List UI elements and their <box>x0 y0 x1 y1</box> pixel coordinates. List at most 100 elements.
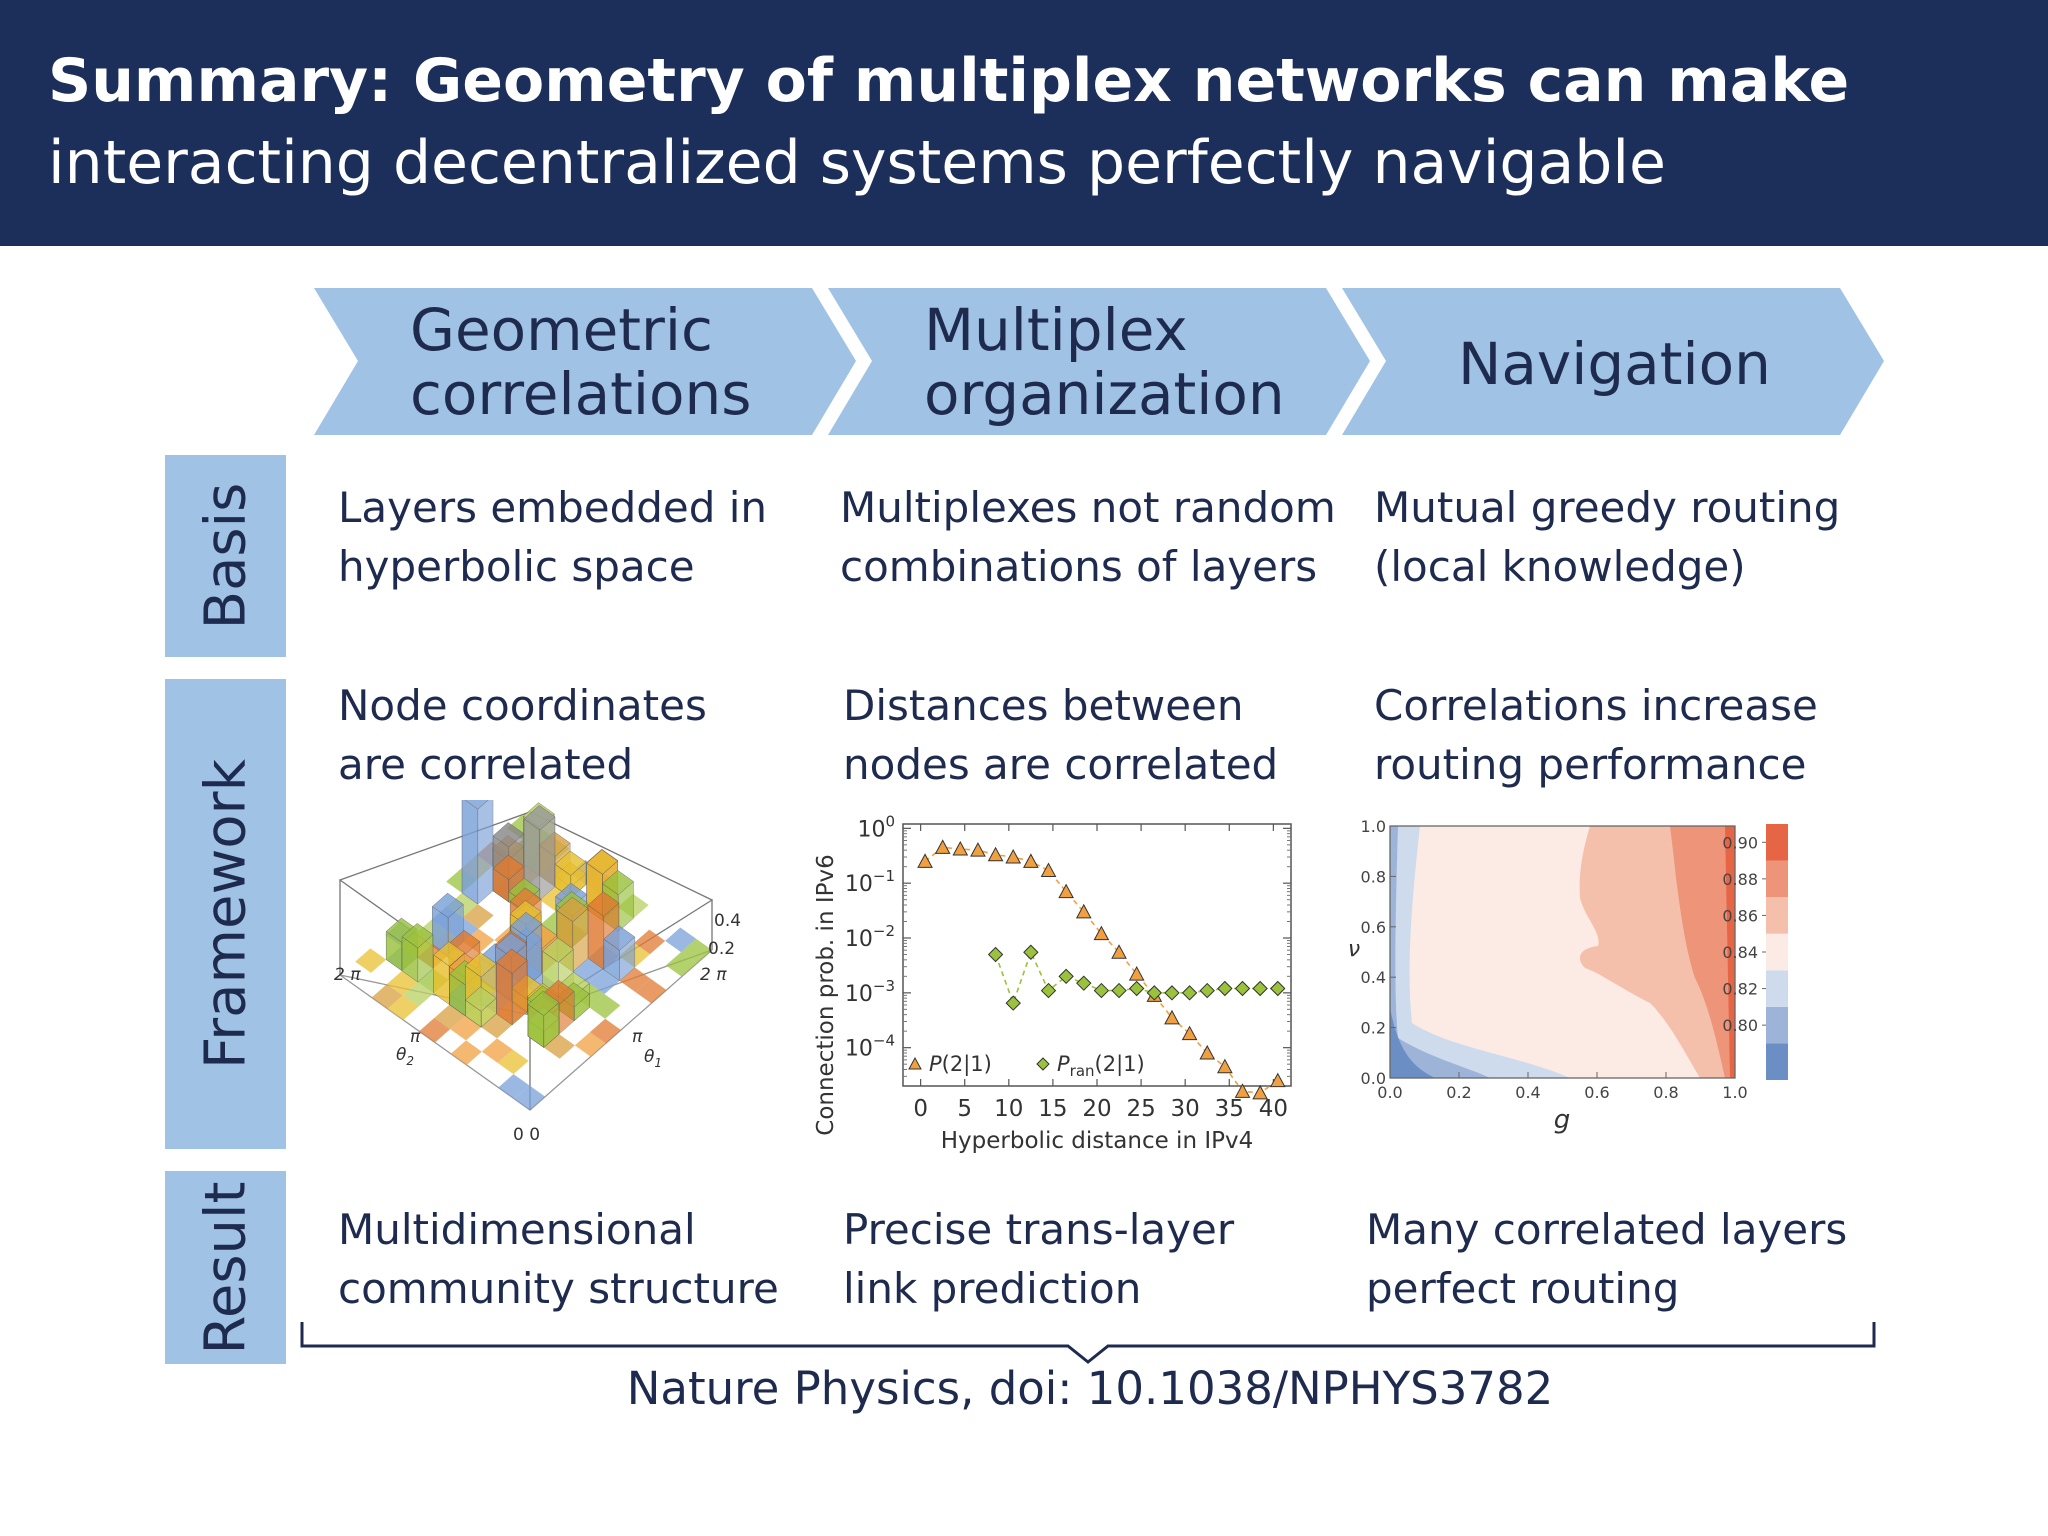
colorbar-segment <box>1766 860 1788 898</box>
histogram-bar <box>603 925 636 982</box>
data-point-diamond <box>1181 985 1198 1001</box>
label-origin: 0 0 <box>513 1125 540 1145</box>
data-point-diamond <box>1146 985 1163 1001</box>
legend-label: Pran(2|1) <box>1057 1052 1145 1080</box>
data-point-diamond <box>1093 982 1110 999</box>
contour-x-tick-label: 0.4 <box>1515 1083 1540 1102</box>
slide-subtitle: interacting decentralized systems perfec… <box>48 128 1666 198</box>
citation: Nature Physics, doi: 10.1038/NPHYS3782 <box>626 1362 1554 1415</box>
colorbar-tick-label: 0.82 <box>1722 980 1758 999</box>
data-point-diamond <box>1270 980 1286 997</box>
contour-x-tick-label: 1.0 <box>1722 1083 1747 1102</box>
data-point-triangle <box>1199 1044 1216 1060</box>
data-point-triangle <box>987 846 1004 862</box>
data-point-diamond <box>1128 980 1145 997</box>
floor-tile <box>450 1015 482 1041</box>
data-point-diamond <box>1005 995 1021 1011</box>
column-header-navigation: Navigation <box>1458 330 1771 398</box>
contour-y-label: ν <box>1348 937 1360 962</box>
contour-region-080 <box>1390 1008 1435 1078</box>
colorbar-segment <box>1766 824 1788 861</box>
data-point-triangle <box>1181 1025 1198 1041</box>
contour-x-label: g <box>1554 1105 1571 1135</box>
plot-frame <box>902 823 1292 1087</box>
y-tick-label: 10−3 <box>845 977 895 1007</box>
row-label-basis: Basis <box>165 455 286 657</box>
data-point-triangle <box>1269 1072 1286 1088</box>
colorbar-tick-label: 0.90 <box>1722 833 1758 852</box>
data-point-diamond <box>1164 985 1180 1001</box>
x-tick-label: 5 <box>957 1096 972 1122</box>
histogram-bar <box>495 948 528 1026</box>
floor-tile <box>588 969 620 995</box>
row-label-result: Result <box>165 1171 286 1364</box>
floor-tile <box>619 967 651 993</box>
colorbar-tick-label: 0.88 <box>1722 870 1758 889</box>
y-tick-label: 10−2 <box>845 922 895 952</box>
data-point-triangle <box>1128 966 1145 981</box>
contour-y-tick-label: 0.2 <box>1361 1019 1386 1038</box>
axis-label-theta1: θ1 <box>644 1047 662 1070</box>
floor-tile <box>402 982 434 1007</box>
data-point-triangle <box>952 840 969 856</box>
data-point-diamond <box>1234 980 1251 997</box>
floor-tile <box>419 1017 451 1043</box>
contour-regions <box>1390 826 1735 1078</box>
floor-tile <box>543 1034 575 1059</box>
y-tick-label: 10−1 <box>845 867 895 897</box>
x-tick-label: 30 <box>1171 1096 1200 1122</box>
label-pi-right: π <box>632 1027 643 1047</box>
series-line <box>924 846 1279 1094</box>
data-point-triangle <box>1058 883 1074 899</box>
floor-tile <box>497 1049 529 1075</box>
contour-y-tick-label: 0.0 <box>1361 1069 1386 1088</box>
contour-frame <box>1389 825 1736 1079</box>
data-point-diamond <box>987 946 1004 963</box>
floor-tile <box>387 995 419 1020</box>
x-tick-label: 20 <box>1082 1096 1111 1122</box>
data-point-triangle <box>1217 1058 1233 1074</box>
data-point-diamond <box>1217 980 1233 997</box>
y-axis-label: Connection prob. in IPv6 <box>813 854 839 1135</box>
data-point-triangle <box>917 853 933 868</box>
bottom-brace <box>300 1322 1876 1364</box>
data-point-triangle <box>1005 848 1022 864</box>
histogram-3d-figure: 2 π 2 π π π θ2 θ1 0 0 0.4 0.2 <box>334 800 741 1145</box>
floor-tile <box>462 904 494 929</box>
axis-label-theta2: θ2 <box>396 1045 414 1068</box>
contour-x-tick-label: 0.6 <box>1584 1083 1609 1102</box>
floor-tile <box>434 1004 466 1030</box>
x-tick-label: 25 <box>1126 1096 1155 1122</box>
label-2pi-left: 2 π <box>334 965 361 985</box>
x-tick-label: 10 <box>994 1096 1023 1122</box>
histogram-bar <box>401 923 434 983</box>
contour-y-tick-label: 0.4 <box>1361 968 1386 987</box>
contour-x-tick-label: 0.8 <box>1653 1083 1678 1102</box>
contour-x-tick-label: 0.0 <box>1377 1083 1402 1102</box>
data-point-triangle <box>1040 862 1057 878</box>
floor-tile <box>481 1038 513 1063</box>
colorbar-segment <box>1766 970 1788 1007</box>
floor-tile <box>589 994 621 1019</box>
cell-basis-navigation: Mutual greedy routing(local knowledge) <box>1374 483 1841 591</box>
floor-tile <box>572 958 604 983</box>
histogram-bar <box>523 805 556 901</box>
data-point-triangle <box>1252 1084 1268 1100</box>
floor-tile <box>355 948 387 973</box>
contour-region-top <box>1725 826 1735 1078</box>
histogram-bar <box>527 990 560 1049</box>
colorbar-segment <box>1766 933 1788 971</box>
label-pi-left: π <box>410 1027 421 1047</box>
floor-tile <box>574 1032 606 1057</box>
data-point-diamond <box>1040 982 1057 999</box>
legend-marker <box>908 1056 922 1070</box>
